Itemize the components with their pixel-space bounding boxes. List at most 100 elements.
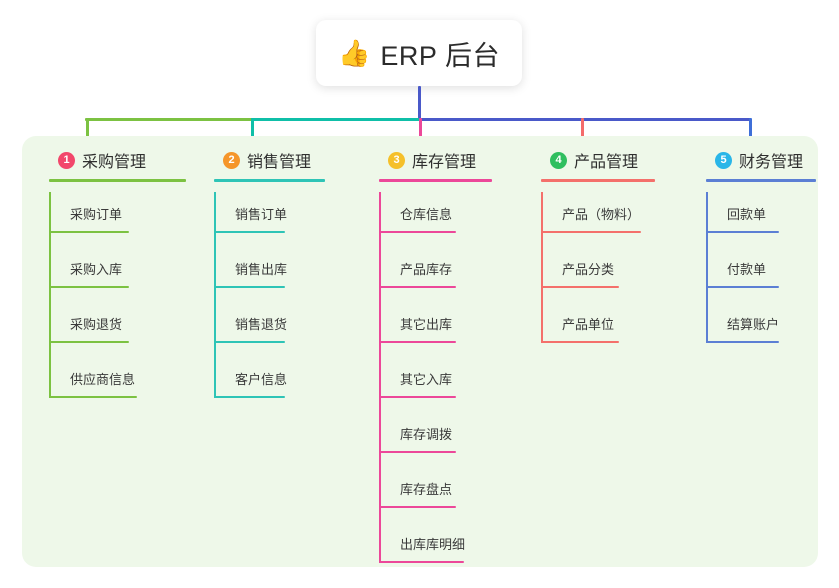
branch-item-list-1: 采购订单采购入库采购退货供应商信息 xyxy=(40,192,146,412)
branch-item[interactable]: 其它出库 xyxy=(370,302,476,357)
branch-spine xyxy=(379,192,381,563)
branch-title-underline xyxy=(541,179,655,182)
branch-item-label: 结算账户 xyxy=(727,317,780,332)
connector-bar-middle xyxy=(251,118,421,121)
branch-item-underline xyxy=(49,341,129,343)
branch-item[interactable]: 销售订单 xyxy=(205,192,311,247)
branch-item[interactable]: 采购订单 xyxy=(40,192,146,247)
branch-title: 库存管理 xyxy=(412,154,477,171)
branch-spine xyxy=(214,192,216,398)
branch-number-badge: 1 xyxy=(58,151,75,169)
branch-item-label: 付款单 xyxy=(727,262,767,277)
branch-item-underline xyxy=(541,341,619,343)
branch-item[interactable]: 产品单位 xyxy=(532,302,638,357)
branches-panel xyxy=(22,136,818,567)
branch-item-label: 出库库明细 xyxy=(400,537,466,552)
branch-title: 采购管理 xyxy=(82,154,147,171)
branch-title-underline xyxy=(214,179,325,182)
branch-header-1[interactable]: 1 采购管理 xyxy=(40,146,186,192)
root-stem xyxy=(418,86,421,120)
branch-item-label: 库存调拨 xyxy=(400,427,453,442)
branch-item[interactable]: 出库库明细 xyxy=(370,522,476,577)
branch-item-label: 客户信息 xyxy=(235,372,288,387)
branch-item-label: 采购订单 xyxy=(70,207,123,222)
branch-item-underline xyxy=(49,396,137,398)
branch-header-row: 3 库存管理 xyxy=(370,146,476,174)
branch-item[interactable]: 客户信息 xyxy=(205,357,311,412)
branch-item-label: 采购退货 xyxy=(70,317,123,332)
branch-item-list-4: 产品（物料） 产品分类产品单位 xyxy=(532,192,641,357)
branch-item[interactable]: 采购入库 xyxy=(40,247,146,302)
branch-item[interactable]: 供应商信息 xyxy=(40,357,146,412)
branch-item-underline xyxy=(706,341,779,343)
branch-item-label: 销售退货 xyxy=(235,317,288,332)
branch-number-badge: 3 xyxy=(388,151,405,169)
root-node-content: 👍 ERP 后台 xyxy=(338,34,500,73)
branch-item-label: 采购入库 xyxy=(70,262,123,277)
branch-item-underline xyxy=(706,286,779,288)
branch-item-label: 供应商信息 xyxy=(70,372,136,387)
branch-title-underline xyxy=(49,179,186,182)
branch-item-underline xyxy=(379,396,456,398)
branch-item[interactable]: 产品库存 xyxy=(370,247,476,302)
branch-item-underline xyxy=(379,286,456,288)
branch-item-underline xyxy=(379,341,456,343)
root-node-title: ERP 后台 xyxy=(380,40,500,71)
branch-title: 销售管理 xyxy=(247,154,312,171)
branch-header-3[interactable]: 3 库存管理 xyxy=(370,146,492,192)
branch-item[interactable]: 销售退货 xyxy=(205,302,311,357)
branch-spine xyxy=(541,192,543,343)
branch-spine xyxy=(49,192,51,398)
branch-item[interactable]: 结算账户 xyxy=(697,302,803,357)
branch-spine xyxy=(706,192,708,343)
branch-column-3: 3 库存管理仓库信息产品库存其它出库其它入库库存调拨库存盘点出库库明细 xyxy=(370,146,492,577)
connector-bar-right xyxy=(419,118,751,121)
branch-item-underline xyxy=(379,451,456,453)
branch-item-underline xyxy=(541,286,619,288)
stem-column-3 xyxy=(419,118,422,144)
branch-item[interactable]: 产品分类 xyxy=(532,247,638,302)
connector-bar-left xyxy=(85,118,253,121)
branch-item[interactable]: 库存调拨 xyxy=(370,412,476,467)
root-node[interactable]: 👍 ERP 后台 xyxy=(316,20,522,86)
branch-item[interactable]: 库存盘点 xyxy=(370,467,476,522)
branch-item-underline xyxy=(379,231,456,233)
stem-column-5 xyxy=(749,118,752,144)
branch-item-list-5: 回款单付款单结算账户 xyxy=(697,192,803,357)
branch-item[interactable]: 回款单 xyxy=(697,192,803,247)
branch-item-list-3: 仓库信息产品库存其它出库其它入库库存调拨库存盘点出库库明细 xyxy=(370,192,476,577)
branch-item-label: 产品分类 xyxy=(562,262,615,277)
branch-item[interactable]: 付款单 xyxy=(697,247,803,302)
branch-item-label: 仓库信息 xyxy=(400,207,453,222)
branch-item-underline xyxy=(379,561,464,563)
stem-column-1 xyxy=(86,118,89,144)
branch-item[interactable]: 产品（物料） xyxy=(532,192,641,247)
branch-item-list-2: 销售订单销售出库销售退货客户信息 xyxy=(205,192,311,412)
branch-item-underline xyxy=(214,286,285,288)
branch-item-label: 产品（物料） xyxy=(562,207,641,222)
branch-number-badge: 4 xyxy=(550,151,567,169)
branch-item[interactable]: 仓库信息 xyxy=(370,192,476,247)
branch-item[interactable]: 销售出库 xyxy=(205,247,311,302)
branch-item-label: 回款单 xyxy=(727,207,767,222)
thumbs-up-icon: 👍 xyxy=(338,38,371,68)
branch-item-label: 其它入库 xyxy=(400,372,453,387)
branch-title: 财务管理 xyxy=(739,154,804,171)
branch-item-underline xyxy=(706,231,779,233)
branch-item-label: 销售出库 xyxy=(235,262,288,277)
branch-item-label: 产品库存 xyxy=(400,262,453,277)
branch-item-underline xyxy=(379,506,456,508)
branch-item-underline xyxy=(214,341,285,343)
branch-item[interactable]: 其它入库 xyxy=(370,357,476,412)
branch-item[interactable]: 采购退货 xyxy=(40,302,146,357)
